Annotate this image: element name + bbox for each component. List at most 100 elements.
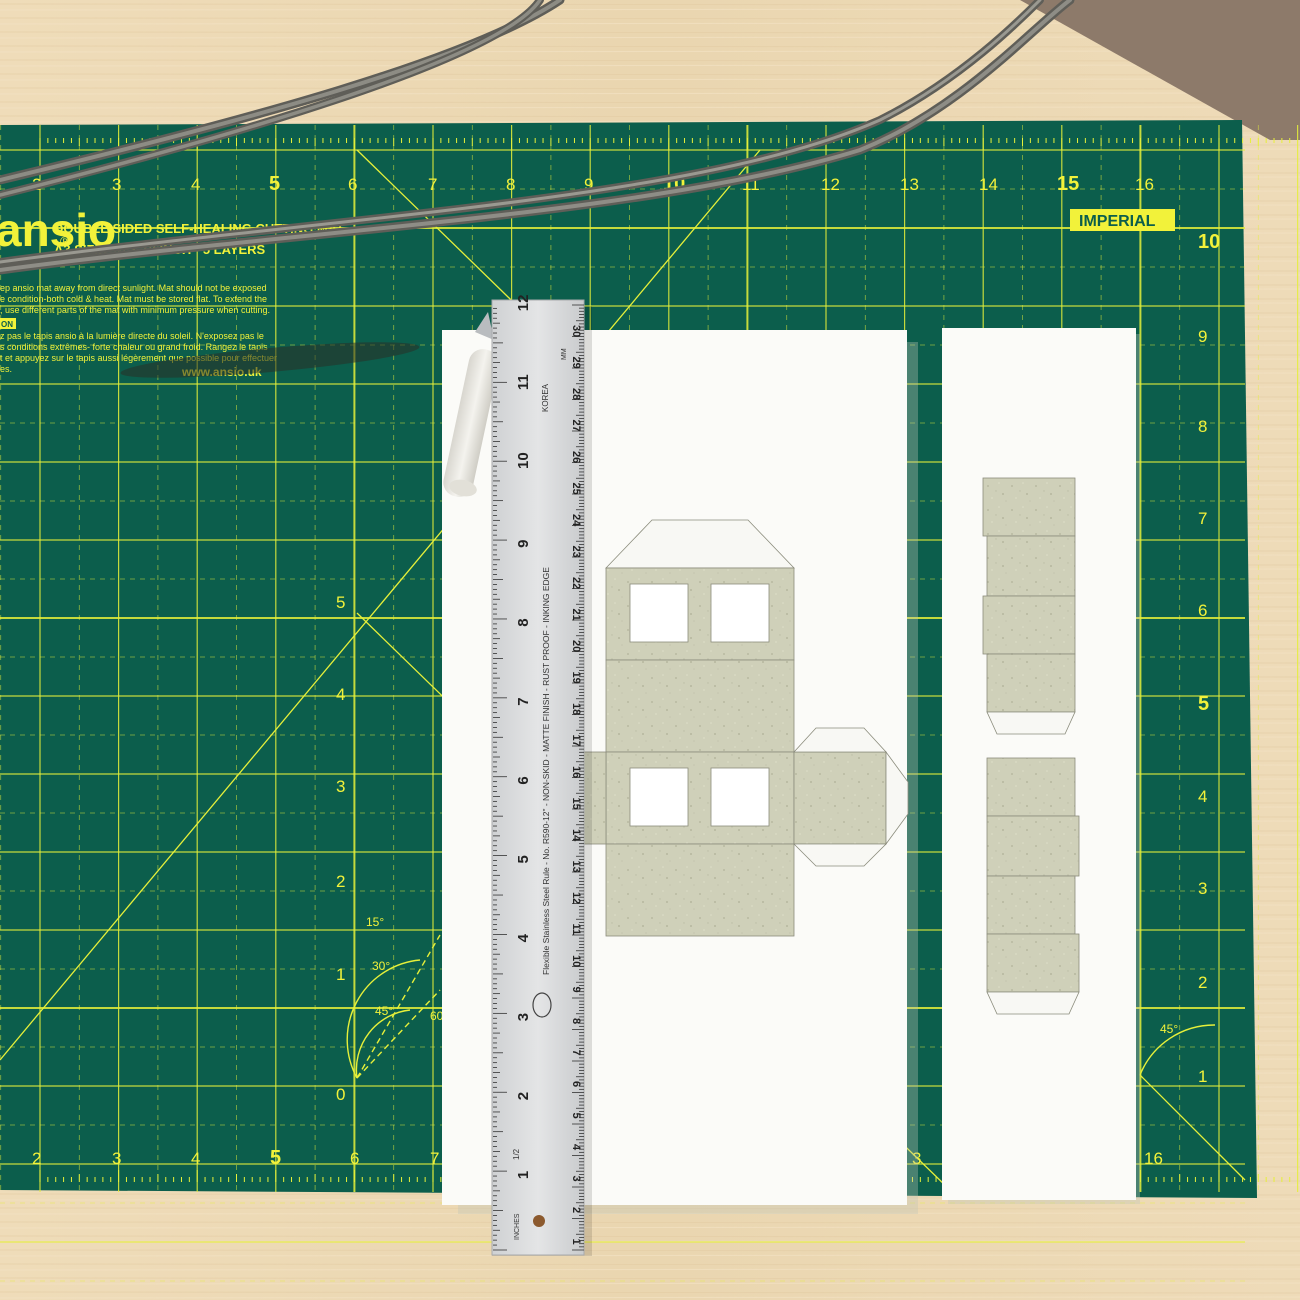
ruler-cm-number: 7 bbox=[570, 1050, 582, 1056]
mat-top-scale-number: 13 bbox=[900, 175, 919, 194]
mat-right-scale-number: 9 bbox=[1198, 327, 1207, 346]
ruler-cm-number: 18 bbox=[570, 703, 582, 715]
ruler-cm-number: 27 bbox=[570, 420, 582, 432]
mat-notice-label: ON bbox=[1, 320, 13, 329]
mat-top-scale-number: 16 bbox=[1135, 175, 1154, 194]
mat-top-scale-number: 4 bbox=[191, 175, 200, 194]
mat-notice-label-box bbox=[0, 318, 16, 329]
ruler-cm-number: 2 bbox=[570, 1207, 582, 1213]
ruler-cm-number: 28 bbox=[570, 388, 582, 400]
house-model-cutout bbox=[567, 519, 909, 937]
ruler-inch-number: 10 bbox=[515, 452, 532, 469]
mat-bottom-scale-number: 6 bbox=[350, 1149, 359, 1168]
mat-inner-scale-number: 1 bbox=[336, 965, 345, 984]
ruler-inch-number: 7 bbox=[515, 697, 532, 705]
ruler-cm-number: 13 bbox=[570, 861, 582, 873]
side-wall-right bbox=[793, 751, 887, 845]
ruler-inch-number: 9 bbox=[515, 540, 532, 548]
ruler-inch-number: 12 bbox=[515, 295, 532, 312]
mat-angle-guide bbox=[346, 934, 1216, 1079]
desk-shadow-corner bbox=[1020, 0, 1300, 140]
cables bbox=[0, 0, 1075, 275]
mat-inner-scale-number: 2 bbox=[336, 872, 345, 891]
mat-right-scale-number: 5 bbox=[1198, 693, 1209, 715]
ruler-inch-number: 5 bbox=[515, 855, 532, 863]
mat-right-scale-number: 1 bbox=[1198, 1067, 1207, 1086]
mat-notice-fr-3: t et appuyez sur le tapis aussi légèreme… bbox=[0, 353, 277, 363]
ruler-cm-number: 14 bbox=[570, 829, 582, 842]
wall-bottom bbox=[605, 843, 795, 937]
imperial-badge bbox=[1070, 209, 1175, 231]
mat-right-scale-number: 4 bbox=[1198, 787, 1207, 806]
ruler-inch-number: 2 bbox=[515, 1092, 532, 1100]
ruler-fraction: 1/2 bbox=[512, 1148, 521, 1160]
mat-bottom-scale-number: 5 bbox=[270, 1147, 281, 1169]
steel-ruler: 1211109876543211234567891011121314151617… bbox=[491, 295, 592, 1256]
ruler-cm-number: 19 bbox=[570, 672, 582, 684]
angle-label-45-left: 45° bbox=[375, 1004, 393, 1018]
mat-top-scale-number: 6 bbox=[348, 175, 357, 194]
ruler-cm-number: 26 bbox=[570, 451, 582, 463]
grid-diagonal bbox=[0, 149, 761, 1061]
ruler-inch-number: 4 bbox=[515, 933, 532, 942]
imperial-badge-label: IMPERIAL bbox=[1079, 213, 1156, 230]
mat-bottom-scale-number: 3 bbox=[112, 1149, 121, 1168]
ruler-cm-number: 9 bbox=[570, 987, 582, 993]
mat-inner-scale-number: 5 bbox=[336, 593, 345, 612]
mat-inner-scale-number: 4 bbox=[336, 685, 345, 704]
mat-top-scale-number: 5 bbox=[269, 173, 280, 195]
mat-right-scale-number: 8 bbox=[1198, 417, 1207, 436]
angle-label-15: 15° bbox=[366, 915, 384, 929]
mat-right-scale-number: 2 bbox=[1198, 973, 1207, 992]
ruler-cm-number: 8 bbox=[570, 1018, 582, 1024]
ruler-cm-number: 23 bbox=[570, 546, 582, 558]
mat-right-scale-number: 3 bbox=[1198, 879, 1207, 898]
side-tab-right bbox=[885, 750, 909, 846]
grid-diagonal bbox=[1139, 1074, 1246, 1181]
ruler-units-bottom: INCHES bbox=[514, 1213, 521, 1240]
angle-label-45-right: 45° bbox=[1160, 1022, 1178, 1036]
ruler-product-label: Flexible Stainless Steel Rule - No. R590… bbox=[541, 567, 551, 975]
mat-inner-scale-number: 0 bbox=[336, 1085, 345, 1104]
ruler-cm-number: 21 bbox=[570, 609, 582, 621]
mat-top-scale-number: 14 bbox=[979, 175, 998, 194]
mat-inner-scale-number: 3 bbox=[336, 777, 345, 796]
strip-cutout-lower bbox=[986, 757, 1080, 1015]
mat-notice-en-3: , use different parts of the mat with mi… bbox=[0, 305, 270, 315]
ruler-units-top: MM bbox=[561, 348, 568, 360]
ruler-cm-number: 6 bbox=[570, 1081, 582, 1087]
mat-top-scale-number: 12 bbox=[821, 175, 840, 194]
mat-top-scale-number: 3 bbox=[112, 175, 121, 194]
ruler-inch-number: 8 bbox=[515, 618, 532, 626]
mat-notice-fr-1: z pas le tapis ansio à la lumière direct… bbox=[0, 331, 264, 341]
side-wall-left bbox=[581, 751, 607, 845]
mat-right-scale-number: 6 bbox=[1198, 601, 1207, 620]
ruler-cm-number: 24 bbox=[570, 514, 582, 527]
window-4 bbox=[710, 767, 770, 827]
strip-cutout-upper bbox=[982, 477, 1076, 735]
ruler-inch-number: 3 bbox=[515, 1013, 532, 1021]
mat-bottom-scale-number: 4 bbox=[191, 1149, 200, 1168]
ruler-cm-number: 12 bbox=[570, 892, 582, 904]
ruler-cm-number: 30 bbox=[570, 325, 582, 337]
ruler-cm-number: 4 bbox=[570, 1144, 582, 1151]
wall-middle bbox=[605, 659, 795, 753]
ruler-cm-number: 17 bbox=[570, 735, 582, 747]
ruler-inch-number: 1 bbox=[515, 1171, 532, 1179]
window-1 bbox=[629, 583, 689, 643]
mat-notice-en-1: ep ansio mat away from direct sunlight. … bbox=[0, 283, 267, 293]
craft-knife bbox=[120, 312, 499, 497]
ruler-cm-number: 20 bbox=[570, 640, 582, 652]
ruler-cm-number: 22 bbox=[570, 577, 582, 589]
ruler-cm-number: 10 bbox=[570, 955, 582, 967]
mat-right-scale-number: 7 bbox=[1198, 509, 1207, 528]
mat-bottom-scale-number: 2 bbox=[32, 1149, 41, 1168]
window-2 bbox=[710, 583, 770, 643]
ruler-brand-logo bbox=[532, 992, 552, 1018]
mat-brand-mark: ® bbox=[60, 233, 71, 249]
ruler-ticks bbox=[493, 304, 584, 1251]
ruler-cm-number: 15 bbox=[570, 798, 582, 810]
ruler-inch-number: 6 bbox=[515, 776, 532, 784]
ruler-cm-number: 1 bbox=[570, 1239, 582, 1245]
